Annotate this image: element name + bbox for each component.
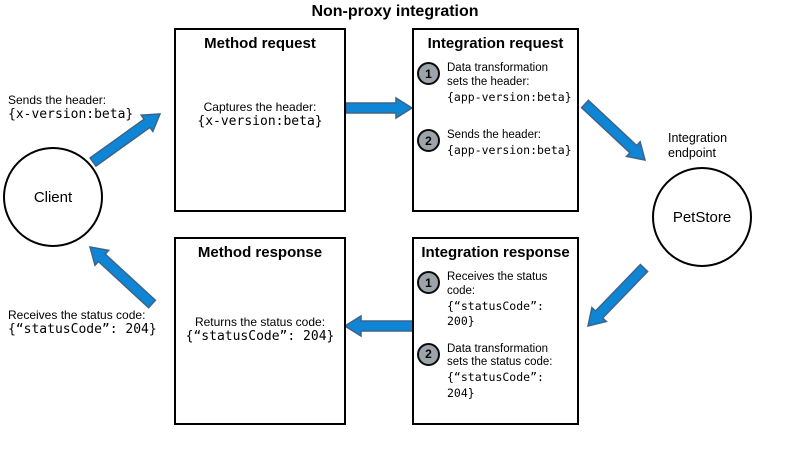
method-response-body: Returns the status code: {“statusCode”: …	[176, 315, 344, 346]
arrow-petstore-to-integration-response	[587, 263, 649, 328]
client-receive-note: Receives the status code: {“statusCode”:…	[8, 308, 157, 339]
step-text-line: sets the header:	[447, 75, 530, 88]
integration-request-step-1: 1 Data transformation sets the header: {…	[414, 62, 577, 105]
step-number-badge: 1	[417, 271, 440, 294]
integration-response-step-2: 2 Data transformation sets the status co…	[414, 342, 577, 402]
method-request-box: Method request Captures the header: {x-v…	[174, 28, 346, 212]
client-receive-note-text: Receives the status code:	[8, 308, 146, 322]
client-send-note-text: Sends the header:	[8, 93, 107, 107]
method-request-title: Method request	[204, 35, 316, 52]
integration-request-box: Integration request 1 Data transformatio…	[412, 28, 579, 212]
step-text-line: Data transformation	[447, 342, 548, 355]
integration-request-step-2-text: Sends the header: {app-version:beta}	[447, 129, 572, 158]
integration-request-step-1-text: Data transformation sets the header: {ap…	[447, 62, 572, 105]
method-response-text: Returns the status code:	[194, 315, 326, 329]
integration-response-step-1: 1 Receives the status code: {“statusCode…	[414, 271, 577, 330]
method-request-text: Captures the header:	[203, 100, 317, 114]
step-code-line: {app-version:beta}	[447, 142, 572, 157]
integration-request-title: Integration request	[427, 35, 564, 52]
step-number-badge: 2	[417, 342, 440, 366]
integration-response-step-2-text: Data transformation sets the status code…	[447, 343, 577, 402]
arrow-integration-response-to-method-response	[343, 314, 414, 338]
step-text-line: Receives the status code:	[447, 271, 548, 297]
method-request-body: Captures the header: {x-version:beta}	[176, 100, 344, 131]
arrow-integration-request-to-petstore	[580, 99, 647, 161]
step-code-line: {“statusCode”: 204}	[447, 370, 544, 400]
integration-request-step-2: 2 Sends the header: {app-version:beta}	[414, 129, 577, 158]
integration-response-step-1-text: Receives the status code: {“statusCode”:…	[447, 271, 577, 330]
diagram-title: Non-proxy integration	[311, 3, 479, 20]
integration-response-box: Integration response 1 Receives the stat…	[412, 237, 579, 425]
arrow-method-response-to-client	[88, 246, 157, 309]
step-number-badge: 1	[417, 62, 440, 85]
client-receive-note-code: {“statusCode”: 204}	[8, 322, 157, 338]
step-number-badge: 2	[417, 129, 440, 153]
step-text-line: Sends the header:	[447, 129, 541, 142]
client-node: Client	[3, 147, 103, 247]
petstore-label: PetStore	[672, 208, 732, 226]
client-send-note-code: {x-version:beta}	[8, 107, 134, 123]
method-response-title: Method response	[197, 244, 323, 261]
integration-endpoint-caption-line1: Integration	[668, 131, 728, 145]
integration-endpoint-caption: Integration endpoint	[668, 131, 727, 162]
method-request-code: {x-version:beta}	[197, 114, 323, 130]
step-code-line: {“statusCode”: 200}	[447, 298, 544, 329]
step-code-line: {app-version:beta}	[447, 89, 572, 104]
integration-request-steps: 1 Data transformation sets the header: {…	[414, 62, 577, 158]
method-response-code: {“statusCode”: 204}	[185, 329, 335, 345]
integration-response-title: Integration response	[421, 244, 570, 261]
arrow-method-request-to-integration-request	[345, 96, 414, 120]
step-text-line: Data transformation	[447, 62, 548, 74]
step-text-line: sets the status code:	[447, 356, 553, 369]
integration-response-steps: 1 Receives the status code: {“statusCode…	[414, 271, 577, 401]
client-label: Client	[33, 188, 73, 206]
integration-endpoint-caption-line2: endpoint	[668, 146, 716, 161]
method-response-box: Method response Returns the status code:…	[174, 237, 346, 425]
client-send-note: Sends the header: {x-version:beta}	[8, 93, 133, 124]
petstore-node: PetStore	[652, 167, 752, 267]
